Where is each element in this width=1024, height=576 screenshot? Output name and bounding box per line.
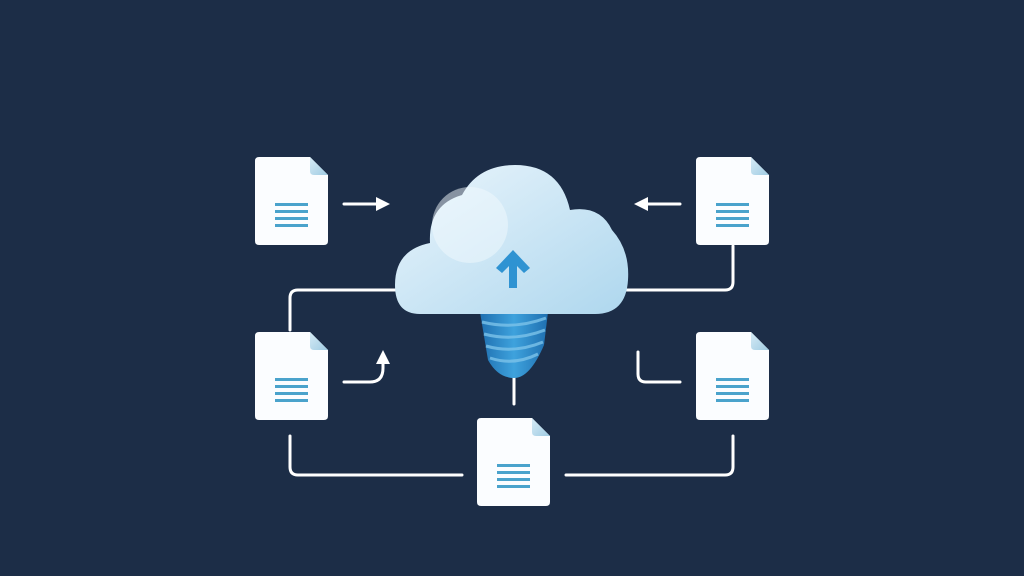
cloud-base-icon (480, 312, 548, 378)
connector-left-bottom (288, 434, 464, 477)
upload-arrow-icon (496, 250, 530, 288)
arrowheads (376, 197, 648, 364)
document-icon-middle-right (696, 332, 769, 420)
document-icon-top-right (696, 157, 769, 245)
connector-left-top (288, 288, 407, 332)
document-icon-top-left (255, 157, 328, 245)
document-icon-bottom (477, 418, 550, 506)
curved-line-icon (636, 350, 682, 384)
connector-right-top (616, 244, 735, 292)
connector-right-bottom (564, 434, 735, 477)
connector-lines (288, 202, 735, 477)
document-icon-middle-left (255, 332, 328, 420)
cloud-upload-icon (395, 165, 629, 314)
curved-arrow-up-icon (342, 360, 385, 384)
